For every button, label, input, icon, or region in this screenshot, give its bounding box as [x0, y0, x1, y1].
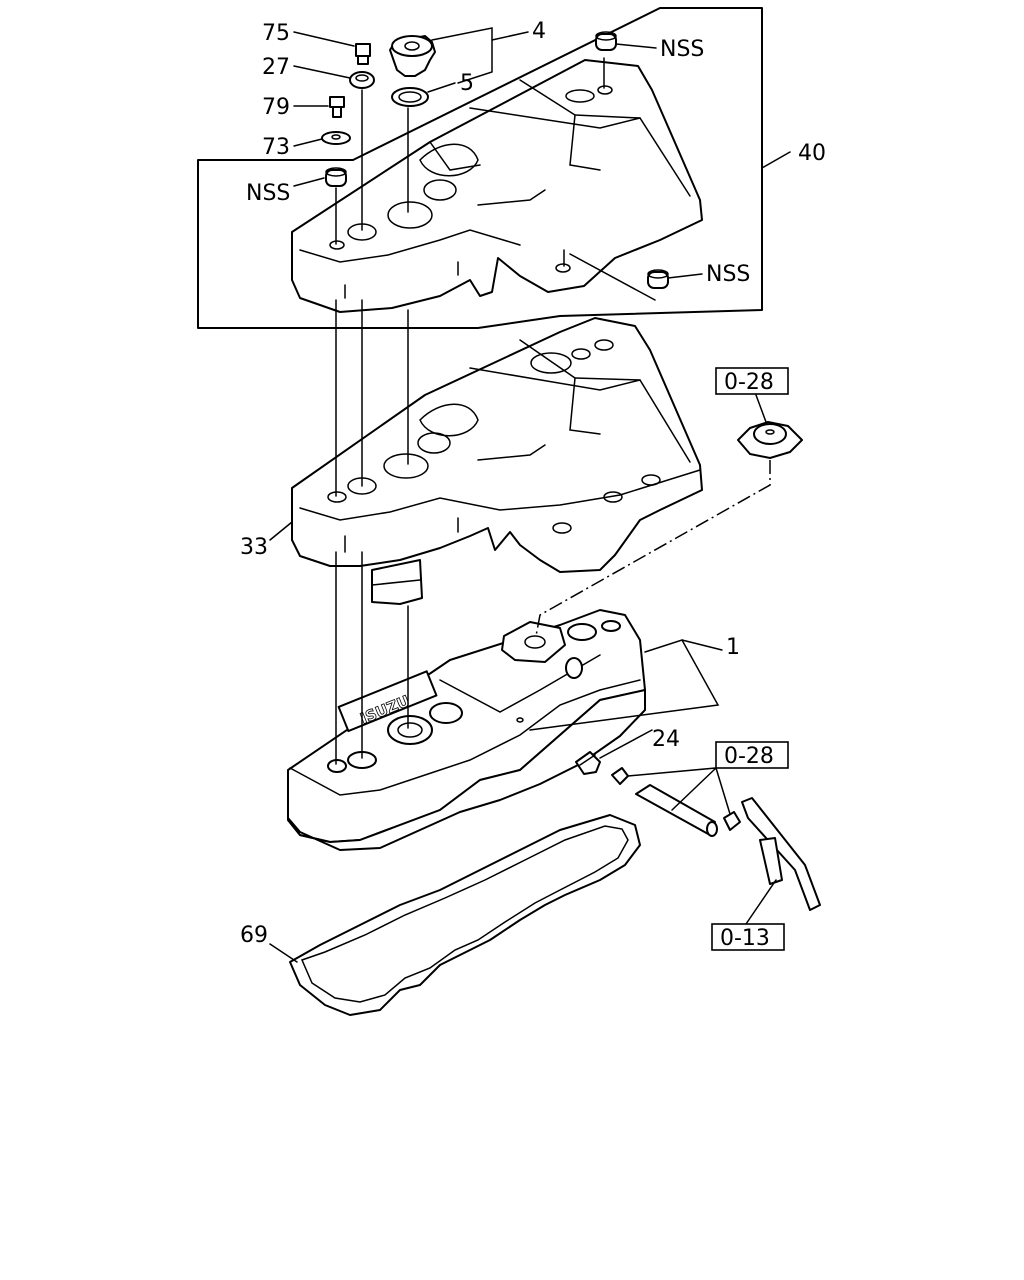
ref-label-top: 0-28 [724, 370, 774, 395]
reference-box-mid: 0-28 [715, 741, 789, 769]
label-nss-left: NSS [246, 181, 290, 206]
pcv-fitting-24 [575, 751, 601, 775]
label-nss-top: NSS [660, 37, 704, 62]
label-79: 79 [262, 95, 290, 120]
oil-filler-cap [389, 35, 436, 77]
label-40: 40 [798, 141, 826, 166]
label-5: 5 [460, 71, 474, 96]
reference-box-top: 0-28 [715, 367, 789, 395]
breather-dash-line [535, 460, 771, 637]
grommet-nss-top [595, 31, 617, 51]
assembly-stud-lines [335, 89, 409, 765]
breather-pipe [741, 797, 821, 911]
callout-labels: 75 27 79 73 NSS 4 5 NSS 40 NSS 33 1 24 6… [240, 19, 826, 948]
hose-clip-upper [611, 767, 629, 785]
washer-73 [321, 131, 351, 145]
label-27: 27 [262, 55, 290, 80]
washer-27 [349, 71, 375, 89]
label-69: 69 [240, 923, 268, 948]
cylinder-head-cover: ISUZU [287, 609, 646, 851]
hose-clip-lower [723, 811, 741, 831]
filler-cap-seal [391, 87, 429, 107]
ref-label-mid: 0-28 [724, 744, 774, 769]
bolt-79 [329, 96, 345, 118]
label-75: 75 [262, 21, 290, 46]
reference-box-bottom: 0-13 [711, 923, 785, 951]
label-33: 33 [240, 535, 268, 560]
lower-insulator-cover [291, 317, 703, 573]
breather-hose [635, 784, 718, 837]
upper-insulator-cover [291, 59, 703, 313]
assembly-40-bracket [197, 7, 791, 329]
grommet-nss-left [325, 167, 347, 187]
breather-valve [737, 421, 803, 459]
bolt-75 [355, 43, 371, 65]
ref-label-bottom: 0-13 [720, 926, 770, 951]
rubber-insulator [371, 559, 423, 605]
label-4: 4 [532, 19, 546, 44]
label-24: 24 [652, 727, 680, 752]
label-1: 1 [726, 635, 740, 660]
label-nss-right: NSS [706, 262, 750, 287]
label-73: 73 [262, 135, 290, 160]
head-cover-gasket [289, 814, 641, 1016]
grommet-nss-right [647, 269, 669, 289]
